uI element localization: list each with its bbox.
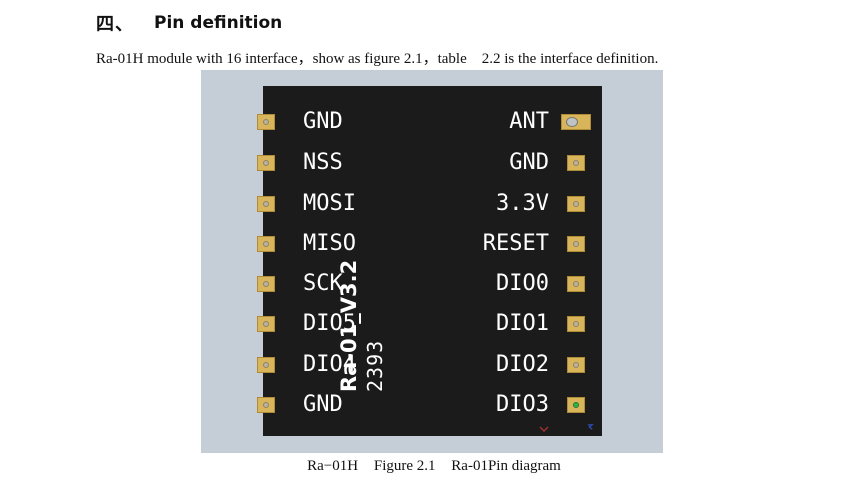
right-pad-5: [567, 276, 585, 292]
intro-paragraph: Ra-01H module with 16 interface，show as …: [96, 51, 659, 67]
right-pad-6: [567, 316, 585, 332]
right-pin-label-2: GND: [509, 150, 549, 175]
right-pad-2: [567, 155, 585, 171]
right-pad-ant: [561, 114, 591, 130]
left-pin-label-7: DIO4: [303, 352, 356, 377]
pin-diagram-figure: GND NSS MOSI MISO SCK DIO5 DIO4 GND ANT …: [201, 70, 663, 453]
section-title: Pin definition: [154, 13, 283, 33]
section-heading: 四、 Pin definition: [96, 10, 282, 36]
code-silkscreen: 2393: [363, 339, 387, 392]
figure-caption: Ra−01H Figure 2.1 Ra-01Pin diagram: [0, 458, 868, 475]
right-pin-label-4: RESET: [482, 231, 549, 256]
right-pin-label-6: DIO1: [496, 311, 549, 336]
left-pin-label-3: MOSI: [303, 191, 356, 216]
right-pin-label-7: DIO2: [496, 352, 549, 377]
right-pin-label-8: DIO3: [496, 392, 549, 417]
left-pad-4: [257, 236, 275, 252]
left-pin-label-4: MISO: [303, 231, 356, 256]
left-pin-label-6: DIO5: [303, 311, 356, 336]
model-silkscreen: Ra-01_V3.2: [337, 259, 361, 392]
left-pad-2: [257, 155, 275, 171]
left-pad-7: [257, 357, 275, 373]
right-pad-8: [567, 397, 585, 413]
section-number: 四、: [96, 14, 134, 35]
left-pin-label-1: GND: [303, 109, 343, 134]
caption-figure-number: Figure 2.1: [373, 458, 436, 474]
silkscreen-mark-red: [539, 426, 549, 432]
right-pin-label-3: 3.3V: [496, 191, 549, 216]
left-pin-label-8: GND: [303, 392, 343, 417]
right-pad-7: [567, 357, 585, 373]
right-pad-3: [567, 196, 585, 212]
caption-model: Ra−01H: [307, 458, 359, 474]
right-pin-label-1: ANT: [509, 109, 549, 134]
right-pad-4: [567, 236, 585, 252]
left-pad-1: [257, 114, 275, 130]
right-pin-label-5: DIO0: [496, 271, 549, 296]
left-pin-label-5: SCK: [303, 271, 343, 296]
left-pad-8: [257, 397, 275, 413]
left-pad-6: [257, 316, 275, 332]
left-pin-label-2: NSS: [303, 150, 343, 175]
silkscreen-mark-blue: [587, 424, 594, 430]
left-pad-3: [257, 196, 275, 212]
left-pad-5: [257, 276, 275, 292]
module-board: GND NSS MOSI MISO SCK DIO5 DIO4 GND ANT …: [257, 86, 602, 436]
caption-title: Ra-01Pin diagram: [451, 458, 561, 474]
